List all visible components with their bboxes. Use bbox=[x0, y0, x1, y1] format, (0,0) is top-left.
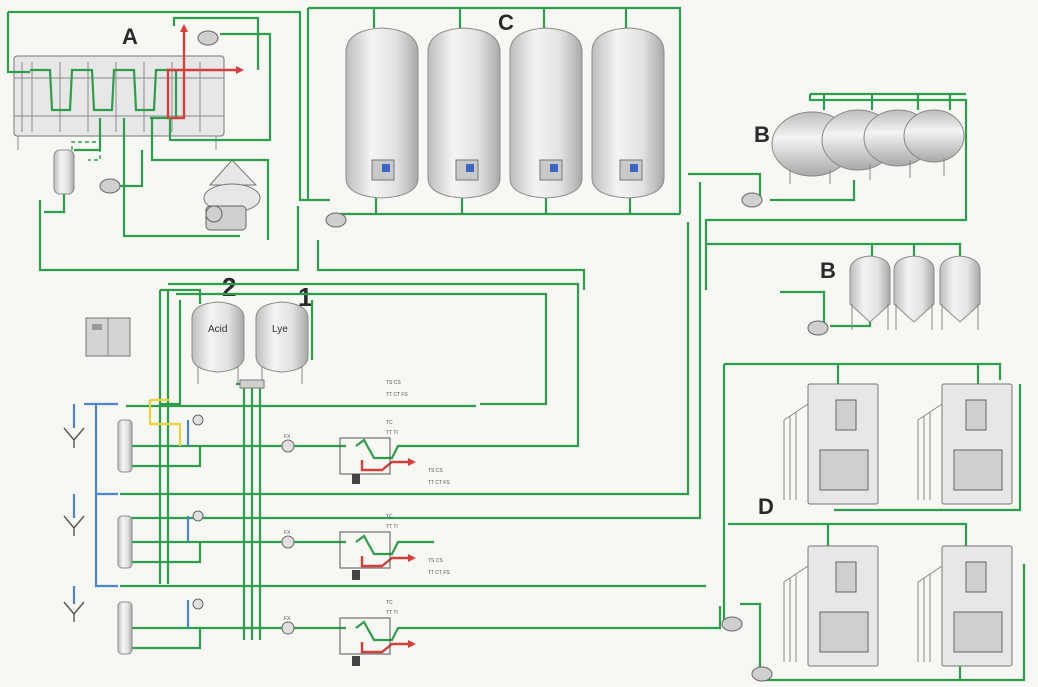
pump bbox=[198, 31, 218, 45]
row1-tt-label: TT TI bbox=[386, 430, 398, 436]
fx-2-label: FX bbox=[284, 530, 291, 536]
row2-bottom-2: TT CT FS bbox=[428, 570, 450, 576]
lye-tank-label: Lye bbox=[272, 324, 288, 335]
silo-tank-1 bbox=[346, 28, 418, 198]
row1-bottom-1: TS CS bbox=[428, 468, 443, 474]
tank-number-2: 2 bbox=[222, 272, 236, 302]
drain-icon bbox=[64, 602, 84, 622]
tube-heater bbox=[118, 602, 132, 654]
row1-tc-label: TC bbox=[386, 420, 393, 426]
silo-tank-3 bbox=[510, 28, 582, 198]
section-b-conical-tanks: B bbox=[706, 244, 980, 335]
tube-heater bbox=[118, 516, 132, 568]
silo-tank-2 bbox=[428, 28, 500, 198]
pump bbox=[193, 415, 203, 425]
pump bbox=[100, 179, 120, 193]
row2-bottom-1: TS CS bbox=[428, 558, 443, 564]
conical-tank bbox=[850, 256, 890, 330]
row1-top-label: TS CS bbox=[386, 380, 401, 386]
row3-tc-label: TC bbox=[386, 600, 393, 606]
balance-tank bbox=[54, 150, 74, 194]
pump bbox=[742, 193, 762, 207]
plate-heat-exchanger bbox=[14, 56, 224, 136]
drain-icon bbox=[64, 516, 84, 536]
lye-tank: Lye bbox=[256, 302, 308, 384]
pump bbox=[722, 617, 742, 631]
pump bbox=[193, 511, 203, 521]
section-a-pasteuriser: A bbox=[8, 12, 330, 270]
section-a-label: A bbox=[122, 24, 138, 49]
conical-tank bbox=[940, 256, 980, 330]
filling-machine bbox=[918, 384, 1012, 504]
filling-machine bbox=[784, 384, 878, 504]
pump bbox=[193, 599, 203, 609]
centrifugal-separator bbox=[204, 160, 260, 230]
acid-tank-label: Acid bbox=[208, 324, 227, 335]
pump bbox=[752, 667, 772, 681]
silo-tank-4 bbox=[592, 28, 664, 198]
section-b-top-label: B bbox=[754, 122, 770, 147]
drain-icon bbox=[64, 428, 84, 448]
section-d-label: D bbox=[758, 494, 774, 519]
section-b-bottom-label: B bbox=[820, 258, 836, 283]
row1-mid-label: TT CT FS bbox=[386, 392, 408, 398]
section-c-label: C bbox=[498, 10, 514, 35]
row2-tc-label: TC bbox=[386, 514, 393, 520]
fx-1-label: FX bbox=[284, 434, 291, 440]
row2-tt-label: TT TI bbox=[386, 524, 398, 530]
pump bbox=[808, 321, 828, 335]
cip-station: Acid Lye 2 1 FX bbox=[64, 222, 720, 666]
row3-tt-label: TT TI bbox=[386, 610, 398, 616]
tube-heater bbox=[118, 420, 132, 472]
horizontal-tank bbox=[904, 110, 964, 162]
filling-machine bbox=[918, 546, 1012, 666]
row1-bottom-2: TT CT FS bbox=[428, 480, 450, 486]
section-c-silo-tanks: C bbox=[308, 8, 680, 227]
acid-tank: Acid bbox=[192, 302, 244, 384]
pump bbox=[326, 213, 346, 227]
section-d-filling-machines: D bbox=[722, 364, 1024, 681]
tank-number-1: 1 bbox=[298, 282, 312, 312]
conical-tank bbox=[894, 256, 934, 330]
filling-machine bbox=[784, 546, 878, 666]
fx-3-label: FX bbox=[284, 616, 291, 622]
